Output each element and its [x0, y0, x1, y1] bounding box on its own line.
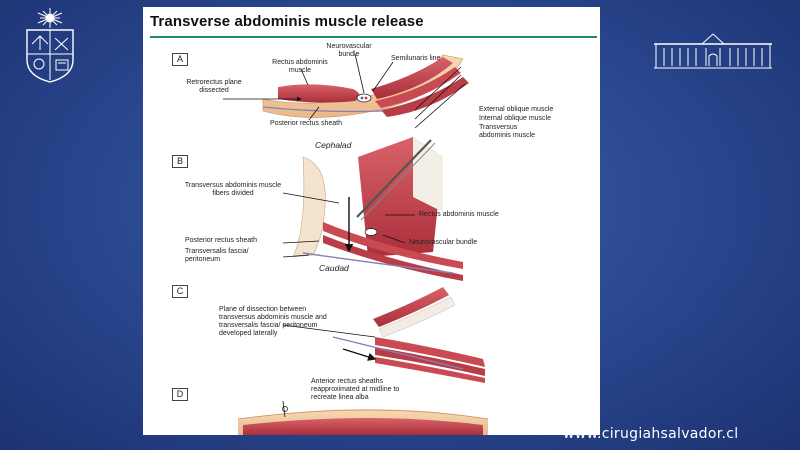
label-plane-dissection: Plane of dissection between transversus … [219, 306, 327, 337]
panel-c-letter-box: C [172, 285, 188, 298]
label-retrorectus: Retrorectus plane dissected [186, 79, 242, 94]
label-semilunaris: Semilunaris line [391, 55, 441, 62]
label-caudad: Caudad [319, 263, 349, 273]
title-rule [150, 36, 597, 38]
label-posterior-sheath-a: Posterior rectus sheath [270, 120, 342, 127]
panel-c-drawing [282, 287, 485, 383]
label-neurovascular-b: Neurovascular bundle [409, 239, 478, 246]
hospital-building-logo [654, 33, 772, 69]
label-external-oblique: External oblique muscle [479, 106, 554, 113]
panel-d-letter-box: D [172, 388, 188, 401]
sunburst-icon [37, 8, 63, 28]
panel-a-letter-box: A [172, 53, 188, 66]
label-rectus-b: Rectus abdominis muscle [419, 211, 499, 218]
label-anterior-sheaths: Anterior rectus sheaths reapproximated a… [311, 378, 400, 401]
label-transversus-a: Transversus abdominis muscle [479, 124, 536, 139]
panel-b-letter-box: B [172, 155, 188, 168]
panel-a-drawing [223, 53, 469, 129]
label-rectus-a: Rectus abdominis muscle [272, 59, 328, 74]
website-url: www.cirugiahsalvador.cl [563, 426, 739, 442]
label-internal-oblique: Internal oblique muscle [479, 115, 551, 122]
label-posterior-sheath-b: Posterior rectus sheath [185, 237, 257, 244]
label-fascia-b: Transversalis fascia/ peritoneum [185, 248, 249, 263]
diagram-title: Transverse abdominis muscle release [150, 13, 424, 30]
illustration-panel: Transverse abdominis muscle release [143, 7, 600, 435]
panel-d-drawing [237, 400, 489, 435]
anatomy-drawings [223, 53, 489, 435]
label-fibers-divided: Transversus abdominis muscle fibers divi… [184, 182, 282, 197]
label-cephalad: Cephalad [315, 140, 352, 150]
university-crest-logo [26, 8, 74, 83]
panel-b-drawing [282, 137, 463, 281]
label-neurovascular-a: Neurovascular bundle [326, 43, 372, 58]
